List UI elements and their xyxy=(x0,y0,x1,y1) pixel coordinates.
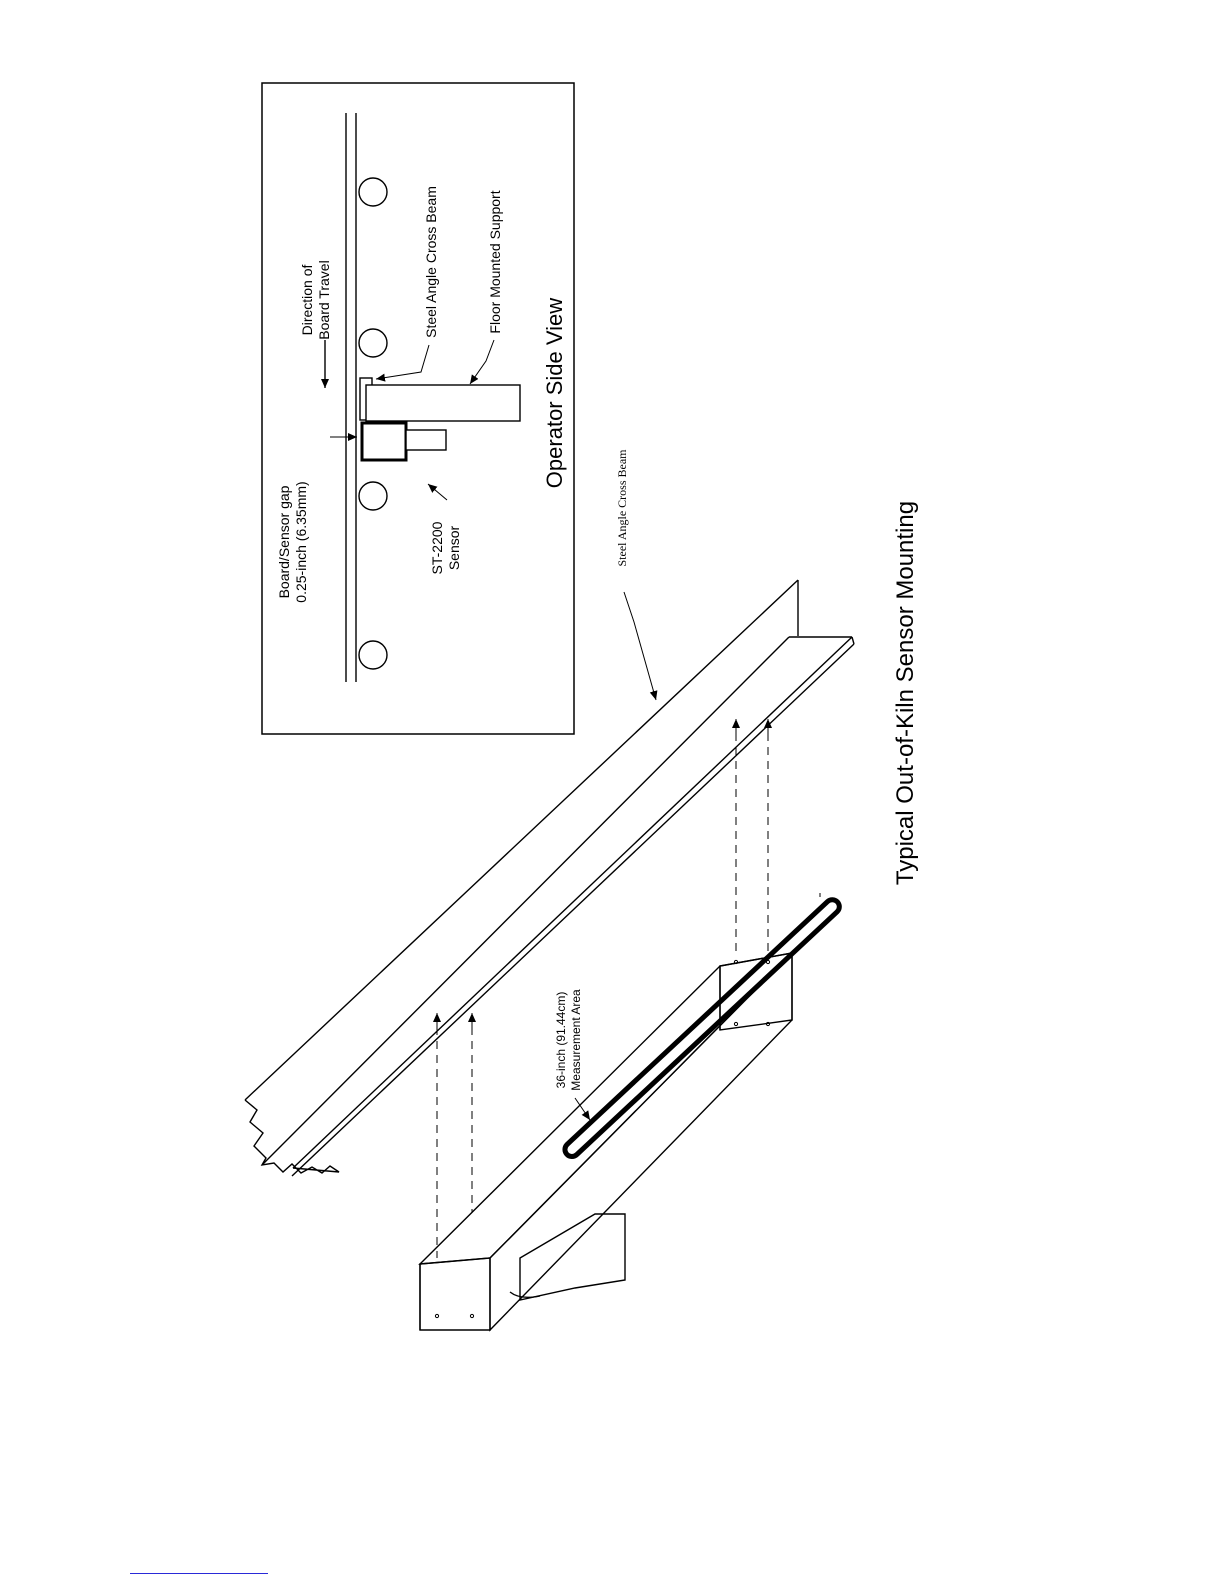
beam-label: Steel Angle Cross Beam xyxy=(615,449,629,567)
isometric-view: Steel Angle Cross Beam xyxy=(245,449,854,1330)
roller xyxy=(359,482,387,510)
figure-caption: Typical Out-of-Kiln Sensor Mounting xyxy=(892,501,919,885)
direction-label-line2: Board Travel xyxy=(316,260,332,339)
direction-label-line1: Direction of xyxy=(299,264,315,335)
beam-break-line xyxy=(245,1100,339,1173)
floor-mounted-support xyxy=(366,385,520,421)
measurement-label-line2: Measurement Area xyxy=(569,989,583,1091)
measurement-leader xyxy=(575,1098,590,1120)
measurement-area-window xyxy=(562,897,842,1160)
sensor-leader xyxy=(428,484,447,500)
cross-beam-leader xyxy=(376,345,429,379)
floor-support-leader xyxy=(470,340,494,384)
gap-label-line2: 0.25-inch (6.35mm) xyxy=(293,481,309,602)
sensor-label-line1: ST-2200 xyxy=(429,521,445,574)
alignment-lines xyxy=(437,719,768,1258)
measurement-label-line1: 36-inch (91.44cm) xyxy=(554,992,568,1089)
steel-angle-cross-beam xyxy=(245,580,854,1176)
sensor-electronics-box xyxy=(510,1214,625,1300)
operator-side-view-inset: Direction of Board Travel Board/Sensor g… xyxy=(262,83,574,734)
beam-label-leader xyxy=(624,592,656,700)
floor-support-label: Floor Mounted Support xyxy=(487,190,503,333)
inset-title: Operator Side View xyxy=(542,298,567,488)
cross-beam-label: Steel Angle Cross Beam xyxy=(423,186,439,338)
roller xyxy=(359,641,387,669)
roller xyxy=(359,329,387,357)
gap-label-line1: Board/Sensor gap xyxy=(276,485,292,598)
roller xyxy=(359,178,387,206)
sensor-housing xyxy=(420,953,792,1330)
st2200-sensor-connector xyxy=(406,430,446,450)
sensor-label-line2: Sensor xyxy=(446,525,462,570)
footer-rule xyxy=(130,1573,268,1574)
st2200-sensor-body xyxy=(362,423,406,460)
